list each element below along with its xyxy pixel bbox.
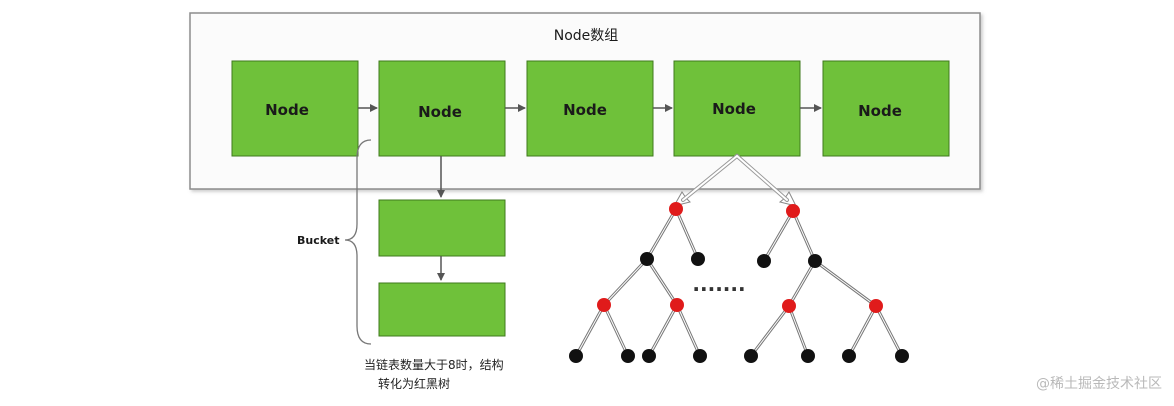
array-node: Node <box>378 60 506 157</box>
red-tree-node <box>782 299 796 313</box>
black-tree-node <box>642 349 656 363</box>
black-tree-node <box>744 349 758 363</box>
bucket-node <box>378 199 506 257</box>
black-tree-node <box>808 254 822 268</box>
black-tree-node <box>801 349 815 363</box>
red-tree-node <box>669 202 683 216</box>
black-nodes <box>569 252 909 363</box>
array-node: Node <box>822 60 950 157</box>
black-tree-node <box>842 349 856 363</box>
array-node-label: Node <box>563 101 607 119</box>
arrow-shaft <box>682 155 738 201</box>
red-tree-node <box>869 299 883 313</box>
black-tree-node <box>640 252 654 266</box>
array-node: Node <box>231 60 359 157</box>
red-tree-node <box>597 298 611 312</box>
tree-ellipsis: ······· <box>692 277 745 301</box>
node-array-title: Node数组 <box>554 28 619 44</box>
black-tree-node <box>895 349 909 363</box>
array-node-label: Node <box>418 103 462 121</box>
note-line-1: 当链表数量大于8时，结构 <box>364 357 504 372</box>
black-tree-node <box>757 254 771 268</box>
bucket-label: Bucket <box>297 234 339 247</box>
red-tree-node <box>670 298 684 312</box>
arrow-shaft <box>736 155 788 201</box>
array-node-label: Node <box>858 102 902 120</box>
note-line-2: 转化为红黑树 <box>378 376 450 391</box>
array-node-label: Node <box>712 100 756 118</box>
black-tree-node <box>691 252 705 266</box>
array-node: Node <box>526 60 654 157</box>
black-tree-node <box>693 349 707 363</box>
array-node-label: Node <box>265 101 309 119</box>
red-tree-node <box>786 204 800 218</box>
black-tree-node <box>569 349 583 363</box>
bucket-brace <box>344 139 372 345</box>
tree-edges-inner <box>575 208 903 357</box>
black-tree-node <box>621 349 635 363</box>
watermark: @稀土掘金技术社区 <box>1036 376 1162 392</box>
tree-arrow-shafts-inner <box>682 155 788 201</box>
array-node: Node <box>673 60 801 157</box>
bucket-node <box>378 282 506 337</box>
red-nodes <box>597 202 883 313</box>
